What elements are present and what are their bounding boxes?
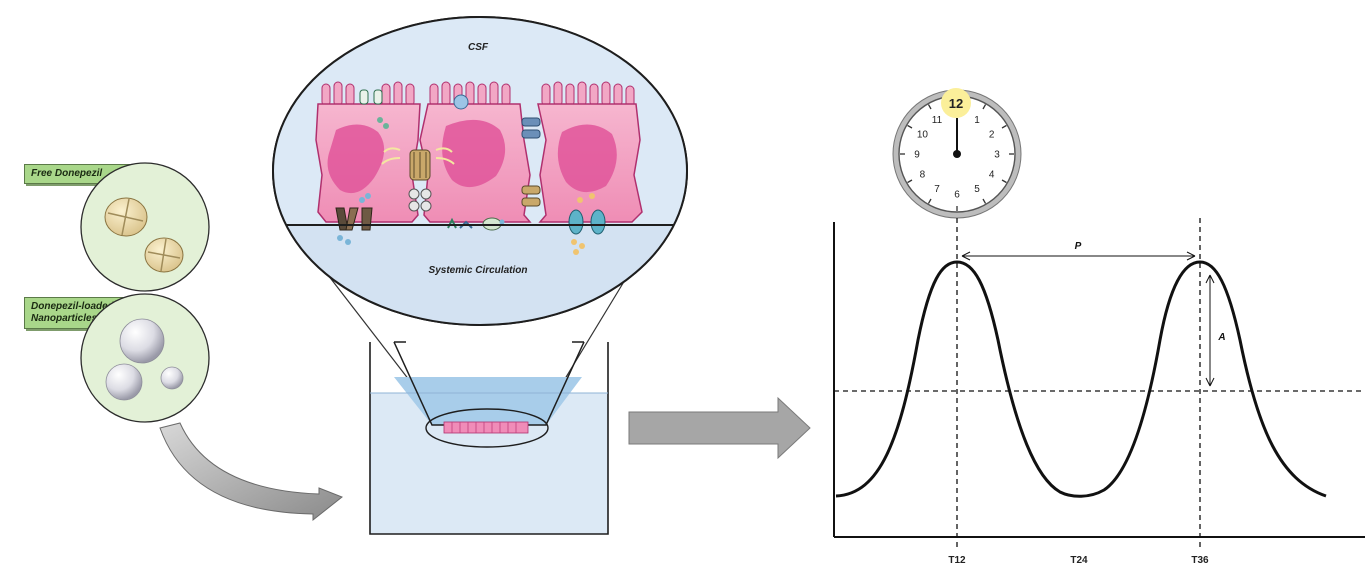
clock-number: 9 xyxy=(914,150,920,161)
nanoparticle-icon xyxy=(119,318,165,364)
period-label: P xyxy=(1075,241,1082,252)
x-tick-label: T24 xyxy=(1070,555,1088,566)
circadian-graph: P A T12 T24 T36 xyxy=(833,218,1365,566)
nano-label-line2: Nanoparticles xyxy=(31,313,98,324)
tablet-icon xyxy=(104,197,148,237)
period-arrow xyxy=(961,251,1196,261)
amplitude-arrow xyxy=(1205,274,1215,387)
clock-tick xyxy=(927,104,932,110)
x-tick-label: T36 xyxy=(1191,555,1209,566)
cell-monolayer xyxy=(443,421,529,434)
oscillation-curve xyxy=(835,260,1327,498)
clock-number-12: 12 xyxy=(949,96,963,111)
nanoparticle-icon xyxy=(160,366,184,390)
clock-tick xyxy=(982,104,987,110)
tablet-icon xyxy=(144,237,184,273)
endothelial-cells xyxy=(315,81,643,223)
junction-protein-icon xyxy=(521,117,541,207)
clock-tick xyxy=(1001,124,1007,129)
channel-icon xyxy=(568,193,606,255)
clock-tick xyxy=(907,179,913,184)
clock-number: 11 xyxy=(932,115,943,126)
clock-tick xyxy=(927,198,932,204)
clock-number: 1 xyxy=(974,115,980,126)
tight-junction-icon xyxy=(381,147,455,212)
csf-label: CSF xyxy=(468,42,489,53)
transporter-icon xyxy=(359,89,469,129)
clock-number: 10 xyxy=(917,130,929,141)
curved-arrow-icon xyxy=(159,422,343,522)
clock-tick xyxy=(907,124,913,129)
nano-label-line1: Donepezil-loaded xyxy=(31,301,114,312)
clock-number: 4 xyxy=(989,170,995,181)
amplitude-label: A xyxy=(1217,332,1225,343)
clock-number: 3 xyxy=(994,150,1000,161)
right-arrow-icon xyxy=(628,396,811,460)
clock-number: 7 xyxy=(934,184,940,195)
clock-tick xyxy=(1001,179,1007,184)
nanoparticle-icon xyxy=(105,363,143,401)
systemic-circulation-label: Systemic Circulation xyxy=(429,265,528,276)
x-tick-label: T12 xyxy=(948,555,966,566)
transwell-well xyxy=(369,341,609,535)
clock-number: 5 xyxy=(974,184,980,195)
free-donepezil-bubble xyxy=(80,162,210,292)
clock-highlight xyxy=(941,88,971,118)
clock-number: 8 xyxy=(920,170,926,181)
clock-tick xyxy=(982,198,987,204)
clock-number: 6 xyxy=(954,190,960,201)
clock-number: 2 xyxy=(989,130,995,141)
bbb-magnified-view: CSF Systemic Circulation xyxy=(272,16,688,326)
nanoparticles-bubble xyxy=(80,293,210,423)
